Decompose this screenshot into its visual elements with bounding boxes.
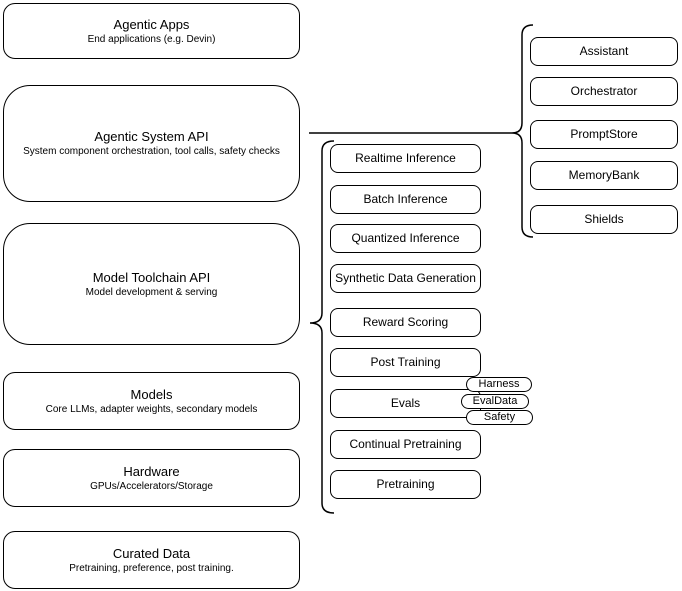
node-reward-scoring: Reward Scoring xyxy=(330,308,481,337)
node-agentic-system-api: Agentic System API System component orch… xyxy=(3,85,300,202)
node-label: Reward Scoring xyxy=(362,315,449,329)
node-subtitle: Pretraining, preference, post training. xyxy=(69,562,234,574)
tag-harness: Harness xyxy=(466,377,532,392)
node-label: Continual Pretraining xyxy=(349,437,462,451)
node-subtitle: GPUs/Accelerators/Storage xyxy=(90,480,213,492)
node-hardware: Hardware GPUs/Accelerators/Storage xyxy=(3,449,300,507)
tag-label: Safety xyxy=(483,411,516,423)
node-batch-inference: Batch Inference xyxy=(330,185,481,214)
node-agentic-apps: Agentic Apps End applications (e.g. Devi… xyxy=(3,3,300,59)
node-title: Agentic System API xyxy=(94,129,209,144)
node-label: PromptStore xyxy=(570,127,638,141)
node-label: Orchestrator xyxy=(570,84,638,98)
tag-label: Harness xyxy=(478,378,520,390)
tag-evaldata: EvalData xyxy=(461,394,529,409)
node-label: Post Training xyxy=(370,355,441,369)
node-subtitle: Core LLMs, adapter weights, secondary mo… xyxy=(45,403,258,415)
node-label: Synthetic Data Generation xyxy=(335,271,476,285)
node-label: Assistant xyxy=(579,44,629,58)
node-memorybank: MemoryBank xyxy=(530,161,678,190)
node-continual-pretraining: Continual Pretraining xyxy=(330,430,481,459)
node-realtime-inference: Realtime Inference xyxy=(330,144,481,173)
node-models: Models Core LLMs, adapter weights, secon… xyxy=(3,372,300,430)
node-label: Evals xyxy=(390,396,421,410)
node-label: Batch Inference xyxy=(363,192,448,206)
node-assistant: Assistant xyxy=(530,37,678,66)
node-curated-data: Curated Data Pretraining, preference, po… xyxy=(3,531,300,589)
node-label: Shields xyxy=(584,212,624,226)
node-label: Quantized Inference xyxy=(351,231,460,245)
node-orchestrator: Orchestrator xyxy=(530,77,678,106)
node-title: Agentic Apps xyxy=(113,16,190,32)
node-label: Realtime Inference xyxy=(355,151,456,165)
node-synthetic-data-generation: Synthetic Data Generation xyxy=(330,264,481,293)
node-subtitle: End applications (e.g. Devin) xyxy=(87,33,216,45)
tag-label: EvalData xyxy=(472,395,518,407)
node-post-training: Post Training xyxy=(330,348,481,377)
node-promptstore: PromptStore xyxy=(530,120,678,149)
node-title: Model Toolchain API xyxy=(92,269,211,285)
node-title: Hardware xyxy=(123,463,180,479)
node-label: MemoryBank xyxy=(568,168,640,182)
node-subtitle: Model development & serving xyxy=(85,286,218,298)
node-subtitle: System component orchestration, tool cal… xyxy=(23,146,280,157)
node-quantized-inference: Quantized Inference xyxy=(330,224,481,253)
node-model-toolchain-api: Model Toolchain API Model development & … xyxy=(3,223,300,345)
tag-safety: Safety xyxy=(466,410,533,425)
node-shields: Shields xyxy=(530,205,678,234)
node-pretraining: Pretraining xyxy=(330,470,481,499)
node-title: Models xyxy=(130,386,173,402)
node-evals: Evals xyxy=(330,389,481,418)
node-title: Curated Data xyxy=(112,545,191,561)
node-label: Pretraining xyxy=(376,477,435,491)
